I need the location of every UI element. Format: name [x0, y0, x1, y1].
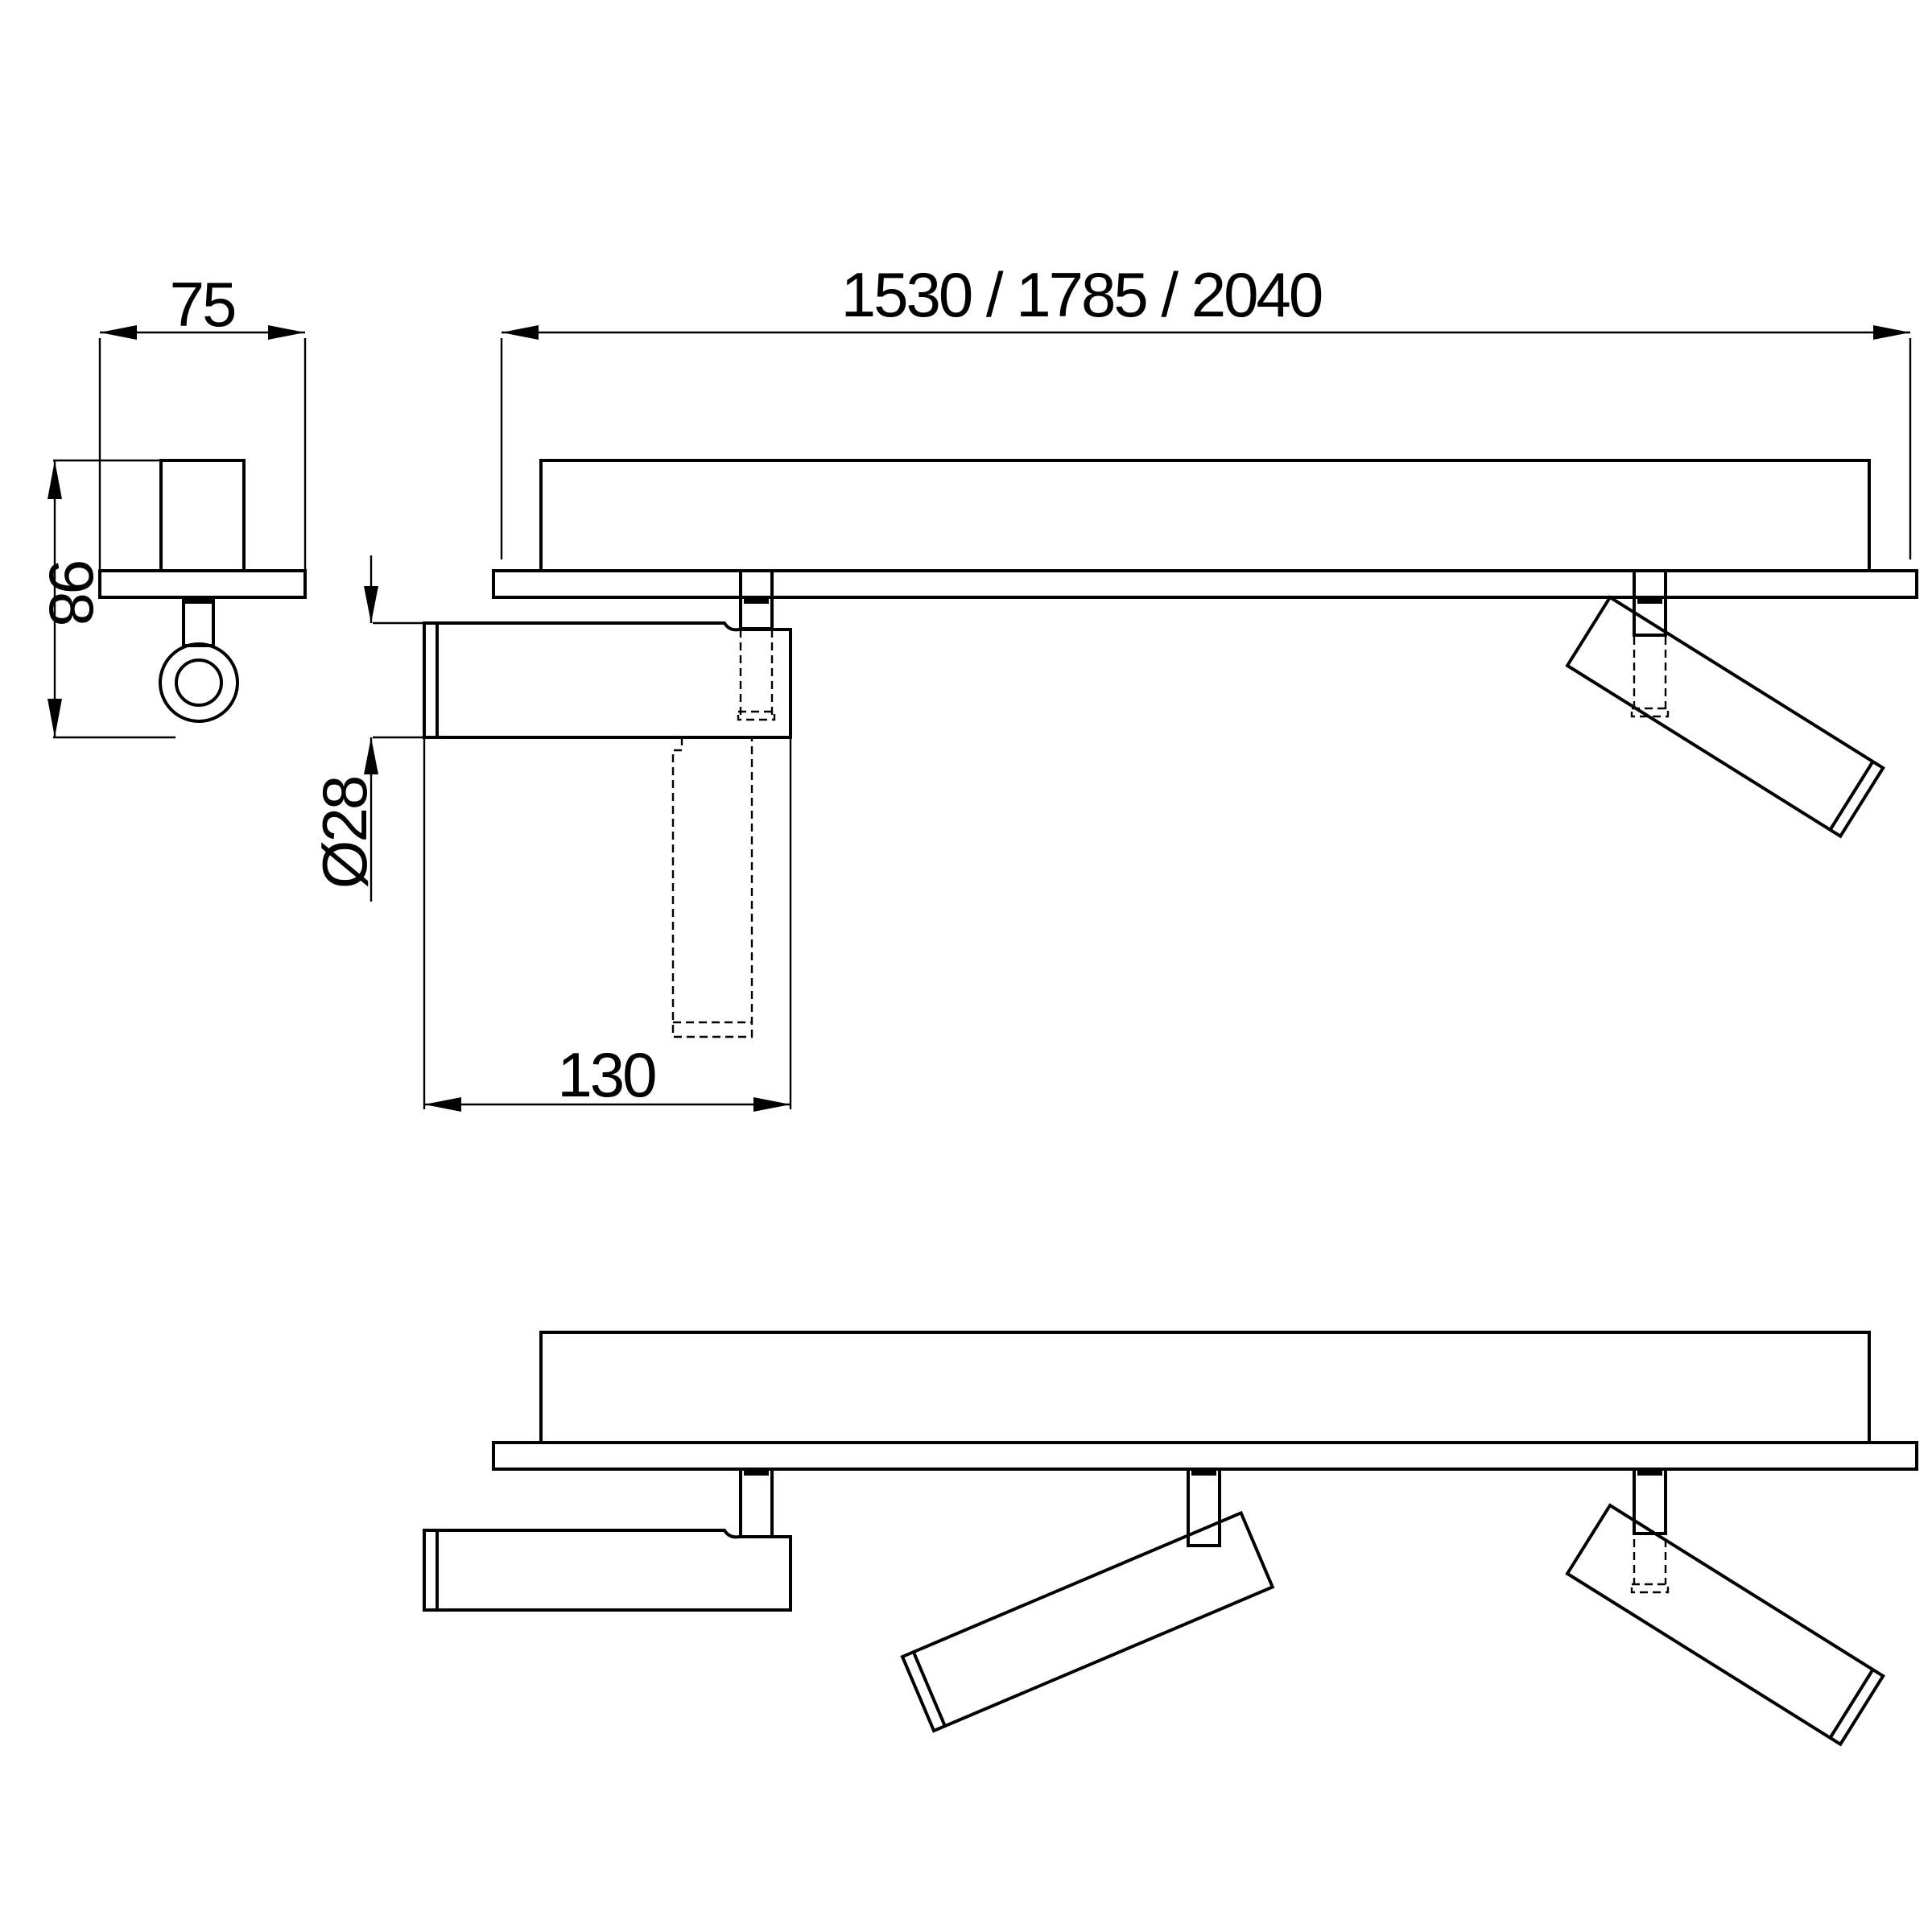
- front-spot-right-hidden-pin: [1630, 707, 1670, 718]
- front-spot-right-collar: [1637, 597, 1662, 604]
- front-spot-right-stem: [1633, 569, 1667, 637]
- dim-98-arrow-bottom: [47, 699, 62, 737]
- front-spot-right-head: [1565, 595, 1885, 839]
- dim-75-arrow-right: [268, 325, 305, 340]
- side-head-outer: [159, 642, 239, 723]
- bottom-spot-middle: [900, 1468, 1275, 1733]
- dim-98-label: 98: [36, 559, 107, 625]
- front-view: 1530 / 1785 / 2040 Ø28 130: [309, 259, 1918, 1112]
- bottom-spot-right-lens: [1828, 1668, 1875, 1739]
- dim-98-arrow-top: [47, 460, 62, 499]
- side-head-inner: [175, 658, 223, 707]
- bottom-spot-left-collar: [744, 1469, 769, 1476]
- bottom-base-plate: [492, 1441, 1918, 1471]
- side-view: 75 98: [36, 269, 307, 739]
- front-spot-right: [1565, 569, 1885, 839]
- dim-75-label: 75: [170, 269, 235, 340]
- bottom-spot-right-hidden-pin: [1630, 1583, 1670, 1594]
- side-stem: [182, 596, 215, 647]
- bottom-spot-middle-lens: [911, 1651, 947, 1727]
- side-base-plate: [98, 569, 307, 599]
- bottom-rail-body: [539, 1331, 1871, 1444]
- dim-28-arrow-top: [364, 586, 378, 623]
- dim-130-arrow-left: [424, 1097, 461, 1112]
- three-spot-view: [423, 1331, 1918, 1747]
- front-base-plate: [492, 569, 1918, 599]
- dim-rail-arrow-left: [502, 325, 539, 340]
- bottom-spot-left-stem: [739, 1468, 774, 1538]
- bottom-spot-right: [1565, 1468, 1885, 1747]
- bottom-spot-middle-head: [900, 1510, 1275, 1733]
- dim-130-arrow-right: [753, 1097, 791, 1112]
- bottom-spot-left-head: [423, 1529, 792, 1612]
- front-spot-left-collar: [744, 597, 769, 604]
- front-rail-body: [539, 459, 1871, 572]
- bottom-spot-middle-collar: [1191, 1469, 1216, 1476]
- dim-rail-arrow-right: [1873, 325, 1910, 340]
- front-spot-left-hidden-pin: [737, 710, 776, 721]
- dim-28-label: Ø28: [309, 778, 380, 889]
- front-spot-right-lens: [1828, 760, 1875, 831]
- dim-75-arrow-left: [100, 325, 137, 340]
- front-spot-left: [423, 569, 792, 1038]
- bottom-spot-right-head: [1565, 1503, 1885, 1747]
- bottom-spot-right-collar: [1637, 1469, 1662, 1476]
- front-spot-left-alt-head: [671, 737, 753, 1038]
- front-spot-left-head: [423, 621, 792, 739]
- bottom-spot-left: [423, 1468, 792, 1612]
- side-mount-block: [159, 459, 246, 572]
- dim-130-label: 130: [557, 1039, 655, 1110]
- dim-28-arrow-bottom: [364, 737, 378, 774]
- side-stem-collar: [184, 597, 213, 604]
- dim-rail-label: 1530 / 1785 / 2040: [841, 259, 1322, 330]
